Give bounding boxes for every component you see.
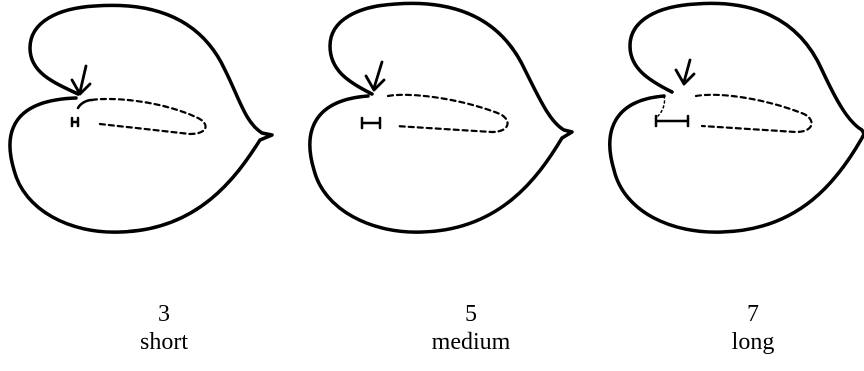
caption-short: 3 short: [89, 300, 239, 356]
leaf-label: short: [140, 329, 188, 355]
leaf-number: 5: [465, 301, 477, 327]
leaf-drawing-long-icon: [608, 1, 864, 234]
leaf-number: 7: [747, 301, 759, 327]
leaf-drawing-medium-icon: [308, 1, 574, 234]
leaf-label: long: [731, 329, 775, 355]
leaf-panel-short: 3 short: [0, 0, 288, 371]
caption-long: 7 long: [678, 300, 828, 356]
leaf-panel-long: 7 long: [600, 0, 864, 371]
leaf-drawing-short-icon: [8, 3, 274, 234]
caption-medium: 5 medium: [396, 300, 546, 356]
leaf-number: 3: [158, 301, 170, 327]
leaf-label: medium: [431, 329, 511, 355]
leaf-panel-medium: 5 medium: [300, 0, 588, 371]
